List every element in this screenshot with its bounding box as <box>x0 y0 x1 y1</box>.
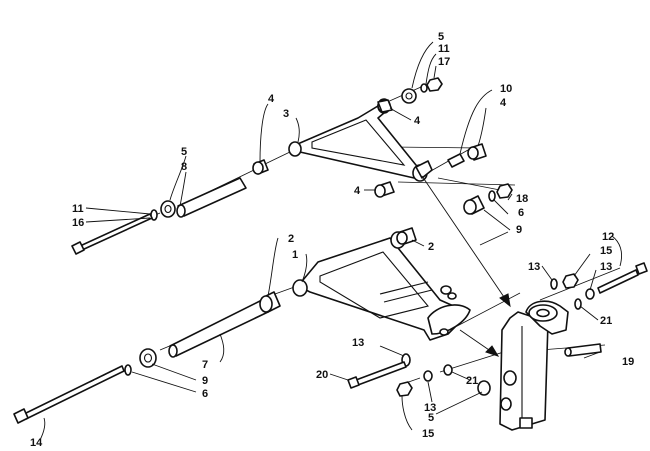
callout-19-pin: 19 <box>622 356 634 368</box>
callout-10: 10 <box>500 83 512 95</box>
callout-20-bolt: 20 <box>316 369 328 381</box>
callout-16-bolt: 16 <box>72 217 84 229</box>
callout-11-top: 11 <box>438 43 450 55</box>
callout-2-left: 2 <box>288 233 294 245</box>
callout-8-upper-sleeve: 8 <box>181 161 187 173</box>
callout-5-top: 5 <box>438 31 444 43</box>
callout-13-lower: 13 <box>424 402 436 414</box>
callout-4-upper-left: 4 <box>268 93 275 105</box>
callout-13-center: 13 <box>352 337 364 349</box>
callout-2-right: 2 <box>428 241 434 253</box>
callout-14-bolt: 14 <box>30 437 43 449</box>
callout-4-center: 4 <box>354 185 361 197</box>
callout-6-lower: 6 <box>202 388 208 400</box>
callout-leaders <box>39 41 623 441</box>
callout-9-right: 9 <box>516 224 522 236</box>
callout-13-right-upper: 13 <box>528 261 540 273</box>
upper-a-arm <box>288 98 433 182</box>
upper-hardware <box>150 77 513 221</box>
bolts <box>13 213 648 424</box>
spindle-knuckle <box>499 300 569 431</box>
callout-17: 17 <box>438 56 450 68</box>
callout-7-lower-sleeve: 7 <box>202 359 208 371</box>
callout-4-upper-mid: 4 <box>414 115 421 127</box>
callout-15-right: 15 <box>600 245 612 257</box>
spindle-pin <box>564 343 602 357</box>
callout-21-center: 21 <box>466 375 478 387</box>
callout-6-right: 6 <box>518 207 524 219</box>
callout-4-right: 4 <box>500 97 507 109</box>
callout-18: 18 <box>516 193 528 205</box>
callout-11-left: 11 <box>72 203 84 215</box>
lower-a-arm <box>292 231 471 341</box>
callout-1-lower-arm: 1 <box>292 249 298 261</box>
callout-21-right: 21 <box>600 315 612 327</box>
callout-15-lower: 15 <box>422 428 434 440</box>
callout-labels: 5 11 17 10 4 4 3 4 5 8 4 18 6 11 16 9 2 … <box>30 31 634 449</box>
callout-9-lower: 9 <box>202 375 208 387</box>
callout-5-lower: 5 <box>428 412 434 424</box>
callout-13-right-lower: 13 <box>600 261 612 273</box>
callout-12-bolt: 12 <box>602 231 614 243</box>
callout-5-left: 5 <box>181 146 187 158</box>
callout-3-upper-arm: 3 <box>283 108 289 120</box>
assembly-arrows <box>421 175 511 357</box>
